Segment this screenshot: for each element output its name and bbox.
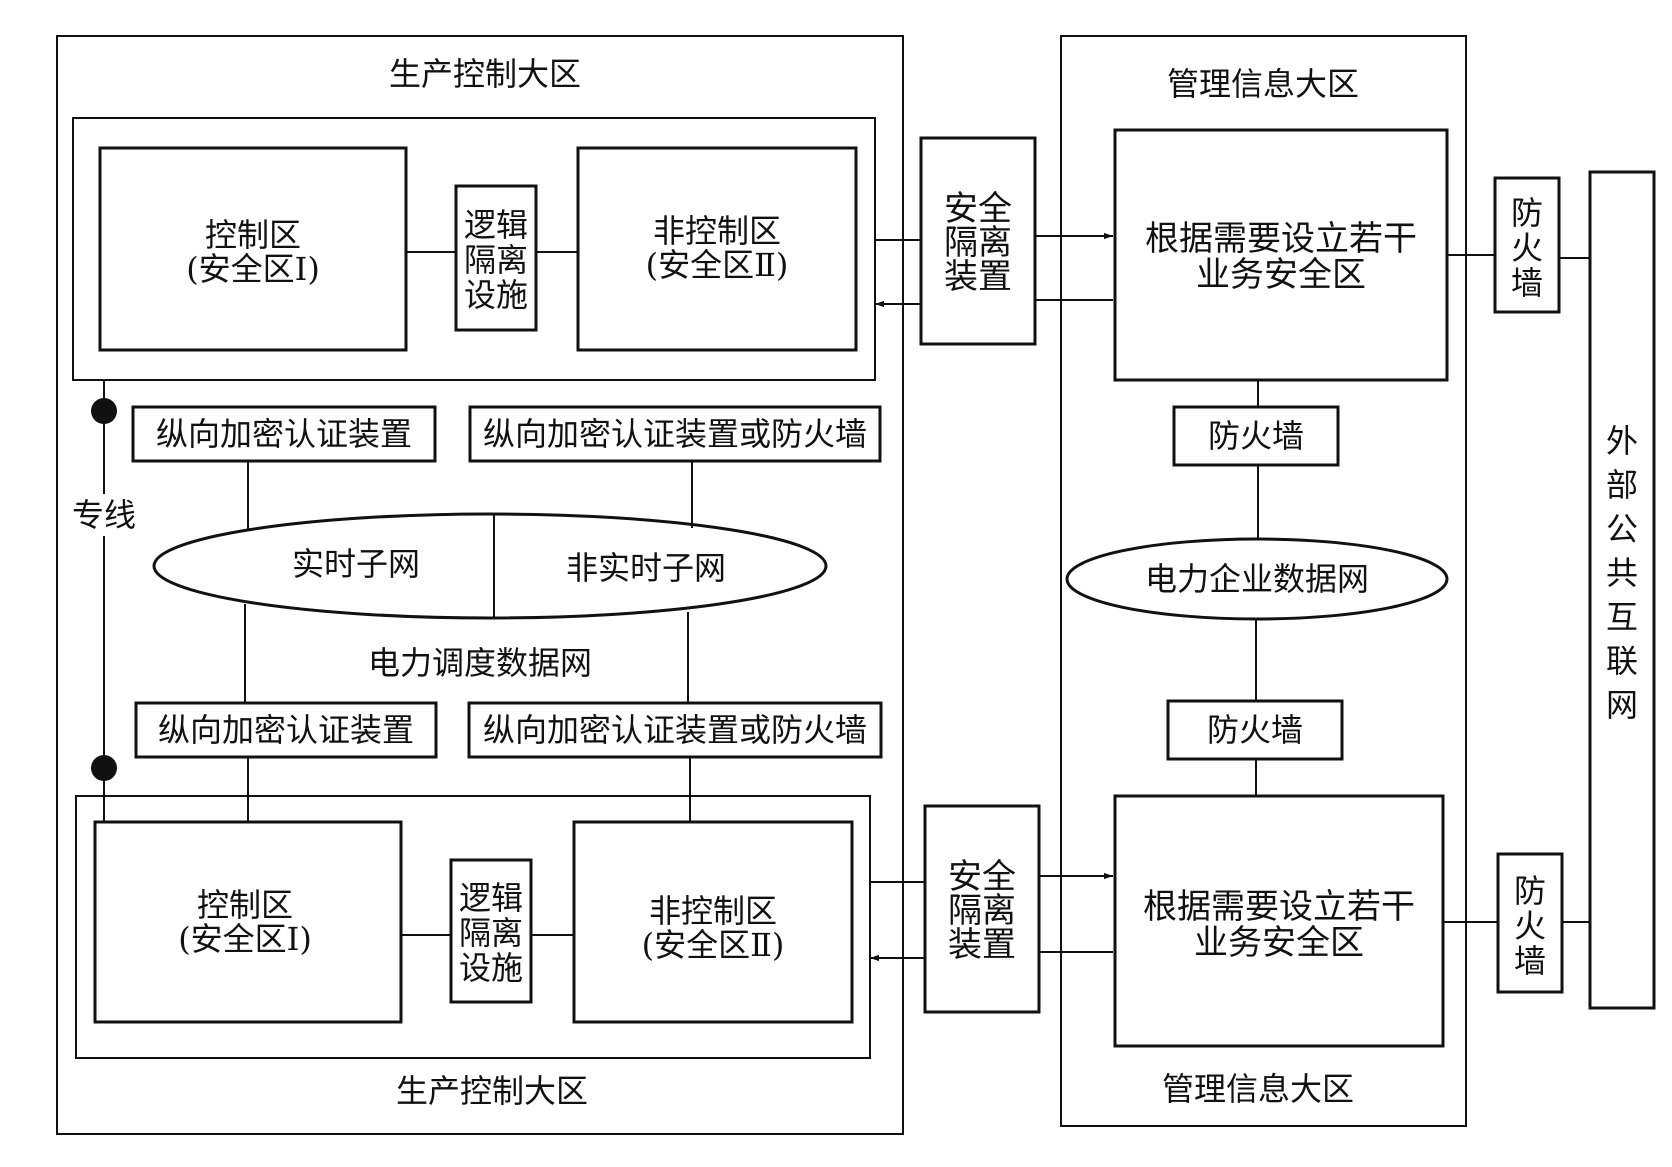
top-logical-isolation-box	[454, 184, 538, 332]
bottom-control-zone-subtitle: (安全区Ⅰ)	[178, 920, 312, 958]
bottom-internet-firewall-char2: 火	[1514, 907, 1546, 945]
top-noncontrol-zone-title: 非控制区	[653, 212, 781, 250]
bottom-noncontrol-zone-box	[572, 820, 854, 1024]
dedicated-line-top-node	[91, 398, 117, 424]
top-production-group	[72, 117, 876, 381]
top-vertical-encrypt-device	[131, 405, 437, 463]
top-business-zone-box	[1113, 128, 1449, 382]
public-internet-box	[1588, 170, 1656, 1010]
production-zone-bottom-title: 生产控制大区	[396, 1072, 588, 1110]
dedicated-line-label-bg	[68, 494, 140, 536]
top-vertical-encrypt-label: 纵向加密认证装置	[156, 415, 412, 453]
management-info-zone-frame	[1060, 35, 1467, 1127]
bottom-isolation-line3: 装置	[948, 925, 1016, 965]
bottom-business-zone-line1: 根据需要设立若干	[1143, 887, 1415, 927]
top-logical-isolation-line1: 逻辑	[464, 206, 528, 244]
public-internet-char6: 联	[1606, 642, 1638, 680]
top-isolation-line1: 安全	[944, 189, 1012, 229]
bottom-production-group	[75, 795, 871, 1059]
bottom-logical-isolation-box	[449, 858, 533, 1004]
public-internet-char5: 互	[1606, 598, 1638, 636]
bottom-vertical-encrypt-or-firewall-label: 纵向加密认证装置或防火墙	[483, 711, 867, 749]
enterprise-network-label: 电力企业数据网	[1145, 560, 1369, 598]
bottom-security-isolation-device	[923, 804, 1041, 1014]
top-security-isolation-device	[919, 136, 1037, 346]
bottom-noncontrol-zone-title: 非控制区	[649, 892, 777, 930]
top-isolation-line3: 装置	[944, 257, 1012, 297]
top-logical-isolation-line3: 设施	[464, 276, 528, 314]
bottom-vertical-encrypt-or-firewall	[467, 701, 883, 759]
top-vertical-encrypt-or-firewall-label: 纵向加密认证装置或防火墙	[483, 415, 867, 453]
top-internet-firewall-char3: 墙	[1511, 264, 1543, 302]
top-management-firewall	[1172, 405, 1340, 467]
bottom-management-firewall-label: 防火墙	[1207, 711, 1303, 749]
production-control-zone-frame	[56, 35, 904, 1135]
bottom-logical-isolation-line3: 设施	[459, 949, 523, 987]
bottom-isolation-line2: 隔离	[948, 891, 1016, 931]
top-control-zone-box	[98, 146, 408, 352]
public-internet-char2: 部	[1606, 466, 1638, 504]
top-internet-firewall-char2: 火	[1511, 229, 1543, 267]
top-noncontrol-zone-box	[576, 146, 858, 352]
bottom-internet-firewall-char1: 防	[1514, 872, 1546, 910]
bottom-control-zone-box	[93, 820, 403, 1024]
bottom-internet-firewall	[1496, 852, 1564, 994]
dispatch-network-ellipse	[152, 512, 828, 620]
top-business-zone-line2: 业务安全区	[1196, 255, 1366, 295]
top-internet-firewall-char1: 防	[1511, 194, 1543, 232]
production-zone-top-title: 生产控制大区	[389, 55, 581, 93]
bottom-vertical-encrypt-device	[134, 701, 438, 759]
dedicated-line-bottom-node	[91, 755, 117, 781]
top-noncontrol-zone-subtitle: (安全区Ⅱ)	[646, 246, 789, 284]
public-internet-char1: 外	[1606, 422, 1638, 460]
bottom-business-zone-line2: 业务安全区	[1194, 923, 1364, 963]
realtime-subnet-label: 实时子网	[292, 545, 420, 583]
bottom-logical-isolation-line1: 逻辑	[459, 879, 523, 917]
top-business-zone-line1: 根据需要设立若干	[1145, 219, 1417, 259]
dispatch-network-label: 电力调度数据网	[368, 644, 592, 682]
top-isolation-line2: 隔离	[944, 223, 1012, 263]
nonrealtime-subnet-label: 非实时子网	[566, 549, 726, 587]
bottom-vertical-encrypt-label: 纵向加密认证装置	[158, 711, 414, 749]
dedicated-line-label: 专线	[72, 496, 136, 534]
public-internet-char4: 共	[1606, 554, 1638, 592]
bottom-internet-firewall-char3: 墙	[1514, 942, 1546, 980]
top-vertical-encrypt-or-firewall	[468, 405, 882, 463]
bottom-isolation-line1: 安全	[948, 857, 1016, 897]
top-logical-isolation-line2: 隔离	[464, 241, 528, 279]
top-internet-firewall	[1493, 176, 1561, 314]
bottom-noncontrol-zone-subtitle: (安全区Ⅱ)	[642, 926, 785, 964]
top-control-zone-subtitle: (安全区Ⅰ)	[186, 250, 320, 288]
public-internet-char3: 公	[1606, 510, 1638, 548]
top-control-zone-title: 控制区	[205, 216, 301, 254]
bottom-control-zone-title: 控制区	[197, 886, 293, 924]
top-management-firewall-label: 防火墙	[1208, 417, 1304, 455]
bottom-logical-isolation-line2: 隔离	[459, 914, 523, 952]
management-zone-top-title: 管理信息大区	[1167, 65, 1359, 103]
management-zone-bottom-title: 管理信息大区	[1162, 1070, 1354, 1108]
public-internet-char7: 网	[1606, 686, 1638, 724]
